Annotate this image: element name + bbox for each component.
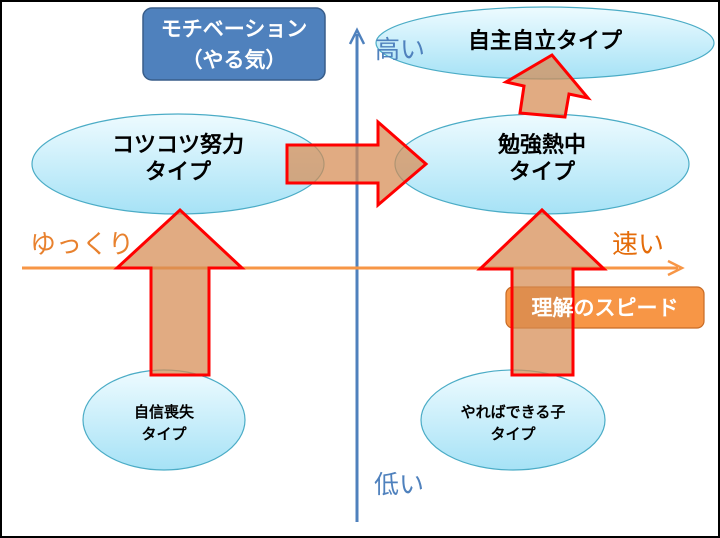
type-can-do-if-tries-line1: やればできる子 — [460, 403, 566, 421]
type-lost-confidence-line2: タイプ — [141, 424, 187, 443]
vertical-axis-arrowhead — [348, 27, 366, 45]
speed-title: 理解のスピード — [531, 296, 679, 320]
horizontal-axis-arrowhead — [667, 259, 685, 277]
type-steady-effort-label: コツコツ努力 タイプ — [40, 133, 316, 187]
motivation-title-line2: （やる気） — [181, 48, 287, 72]
type-study-absorbed-line1: 勉強熱中 — [497, 133, 586, 158]
arrow-steady-effort-to-study-absorbed — [285, 118, 429, 209]
type-lost-confidence-line1: 自信喪失 — [133, 403, 194, 421]
type-can-do-if-tries-line2: タイプ — [490, 424, 536, 443]
arrow-can-do-to-study-absorbed — [476, 207, 608, 377]
type-self-directed-label: 自主自立タイプ — [400, 29, 690, 56]
speed-fast-label: 速い — [612, 230, 665, 260]
arrow-study-absorbed-to-self-directed — [501, 53, 592, 119]
speed-slow-label: ゆっくり — [30, 230, 135, 260]
type-study-absorbed-label: 勉強熱中 タイプ — [400, 133, 684, 187]
type-steady-effort-line2: タイプ — [144, 159, 211, 185]
arrow-lost-confidence-to-steady-effort — [113, 207, 246, 377]
motivation-title-box — [142, 7, 326, 81]
motivation-title-line1: モチベーション — [160, 17, 308, 41]
type-study-absorbed-line2: タイプ — [508, 159, 575, 185]
type-can-do-if-tries-label: やればできる子 タイプ — [423, 402, 603, 446]
type-lost-confidence-label: 自信喪失 タイプ — [84, 402, 244, 446]
motivation-low-label: 低い — [374, 470, 425, 499]
type-self-directed-line1: 自主自立タイプ — [467, 29, 622, 54]
type-steady-effort-line1: コツコツ努力 — [111, 133, 244, 158]
motivation-high-label: 高い — [375, 35, 426, 64]
